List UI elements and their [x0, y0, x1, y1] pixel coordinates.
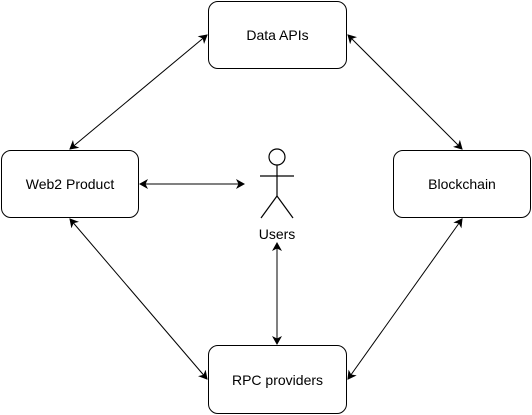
connector-data-apis-blockchain	[347, 34, 463, 150]
connector-web2-rpc	[69, 218, 208, 380]
data-apis-label: Data APIs	[246, 27, 309, 43]
web2-product-label: Web2 Product	[25, 176, 115, 192]
blockchain-label: Blockchain	[428, 176, 496, 192]
connector-web2-data-apis	[69, 34, 208, 150]
web2-product-node: Web2 Product	[1, 150, 139, 218]
data-apis-node: Data APIs	[208, 1, 347, 69]
users-label: Users	[258, 226, 296, 242]
blockchain-node: Blockchain	[393, 150, 531, 218]
rpc-providers-node: RPC providers	[208, 345, 347, 414]
connector-blockchain-rpc	[347, 218, 463, 380]
users-actor-icon	[260, 148, 294, 219]
rpc-providers-label: RPC providers	[231, 371, 324, 388]
